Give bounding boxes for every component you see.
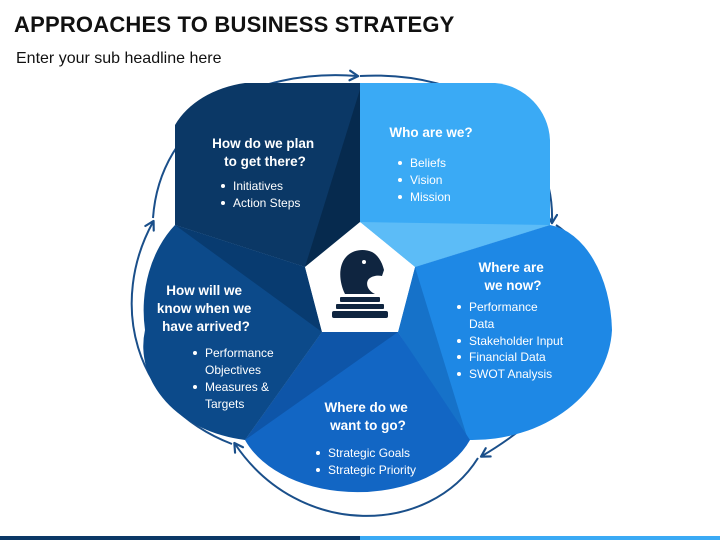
svg-text:Measures & Targets: Measures & Targets xyxy=(205,380,272,411)
segment-arrived xyxy=(143,225,322,440)
svg-text:Strategic Goals: Strategic Goals xyxy=(328,446,410,460)
segment-who-title-line: Who are we? xyxy=(389,125,472,140)
svg-text:Who are we?: Who are we? xyxy=(389,125,472,140)
bullet xyxy=(316,451,320,455)
segment-want-shadow xyxy=(245,332,398,440)
segment-now-item: Financial Data xyxy=(469,350,546,364)
segment-plan-title-line: to get there? xyxy=(224,154,306,169)
segment-arrived-item: Objectives xyxy=(205,363,261,377)
segment-plan-shadow xyxy=(305,83,362,267)
bullet xyxy=(193,385,197,389)
svg-text:Performance Data: Performance Data xyxy=(469,300,541,331)
segment-plan-shape xyxy=(175,83,362,267)
segment-plan xyxy=(175,83,362,267)
segment-arrived-item: Targets xyxy=(205,397,244,411)
segment-want-text: Where do we want to go? Strategic Goals … xyxy=(316,400,416,477)
bullet xyxy=(457,355,461,359)
bullet xyxy=(398,178,402,182)
bullet xyxy=(221,184,225,188)
footer-bar-dark xyxy=(0,536,360,540)
svg-text:Strategic Priority: Strategic Priority xyxy=(328,463,416,477)
svg-text:Action Steps: Action Steps xyxy=(233,196,300,210)
svg-text:Financial Data: Financial Data xyxy=(469,350,546,364)
segment-want-title-line: Where do we xyxy=(324,400,408,415)
bullet xyxy=(457,372,461,376)
cycle-arrow-bottom xyxy=(233,441,479,517)
segment-arrived-title-line: know when we xyxy=(157,301,252,316)
segment-who-item: Vision xyxy=(410,173,442,187)
segment-who-item: Beliefs xyxy=(410,156,446,170)
bullet xyxy=(457,305,461,309)
segment-now-item: Performance xyxy=(469,300,538,314)
segment-arrived-item: Performance xyxy=(205,346,274,360)
svg-text:Vision: Vision xyxy=(410,173,442,187)
svg-text:Beliefs: Beliefs xyxy=(410,156,446,170)
svg-text:Mission: Mission xyxy=(410,190,451,204)
segment-who-item: Mission xyxy=(410,190,451,204)
bullet xyxy=(221,201,225,205)
segment-want-title-line: want to go? xyxy=(329,418,406,433)
segment-now-item: SWOT Analysis xyxy=(469,367,552,381)
segment-now-text: Where are we now? Performance Data Stake… xyxy=(457,260,564,381)
svg-text:How will we know when we: How will we know when we have arrived? xyxy=(157,283,255,334)
segment-want xyxy=(245,332,470,493)
bullet xyxy=(398,195,402,199)
footer-bar-light xyxy=(360,536,720,540)
segment-now-item: Stakeholder Input xyxy=(469,334,564,348)
segment-now-title-line: we now? xyxy=(484,278,542,293)
segment-arrived-item: Measures & xyxy=(205,380,269,394)
segment-plan-text: How do we plan to get there? Initiatives… xyxy=(212,136,318,210)
segment-arrived-shadow xyxy=(175,225,322,332)
page-title: APPROACHES TO BUSINESS STRATEGY xyxy=(14,12,455,37)
segment-now-item: Data xyxy=(469,317,495,331)
segment-who-shape xyxy=(360,83,550,267)
segment-now-title-line: Where are xyxy=(478,260,544,275)
svg-text:Initiatives: Initiatives xyxy=(233,179,283,193)
bullet xyxy=(193,351,197,355)
bullet xyxy=(398,161,402,165)
svg-text:SWOT Analysis: SWOT Analysis xyxy=(469,367,552,381)
bullet xyxy=(457,339,461,343)
segment-who-text: Who are we? Beliefs Vision Mission xyxy=(389,125,472,204)
segment-now-shadow xyxy=(398,267,468,440)
segment-want-item: Strategic Goals xyxy=(328,446,410,460)
svg-text:Stakeholder Input: Stakeholder Input xyxy=(469,334,564,348)
page-subtitle: Enter your sub headline here xyxy=(16,50,222,67)
segment-plan-item: Action Steps xyxy=(233,196,300,210)
svg-text:Where are we now?: Where are we now? xyxy=(478,260,547,293)
cycle-arrow-left xyxy=(130,219,233,445)
chess-knight-icon xyxy=(332,249,388,318)
svg-text:Where do we want to go?: Where do we want to go? xyxy=(324,400,411,433)
segment-who xyxy=(360,83,550,267)
svg-text:Performance Objectives: Performance Objectives xyxy=(205,346,277,377)
segment-want-item: Strategic Priority xyxy=(328,463,416,477)
svg-text:How do we plan to get th: How do we plan to get there? xyxy=(212,136,318,169)
bullet xyxy=(316,468,320,472)
segment-now xyxy=(398,225,612,441)
segment-arrived-title-line: have arrived? xyxy=(162,319,250,334)
segment-who-shadow xyxy=(360,222,550,267)
segment-plan-item: Initiatives xyxy=(233,179,283,193)
segment-arrived-title-line: How will we xyxy=(166,283,242,298)
segment-arrived-text: How will we know when we have arrived? P… xyxy=(157,283,277,411)
segment-plan-title-line: How do we plan xyxy=(212,136,314,151)
